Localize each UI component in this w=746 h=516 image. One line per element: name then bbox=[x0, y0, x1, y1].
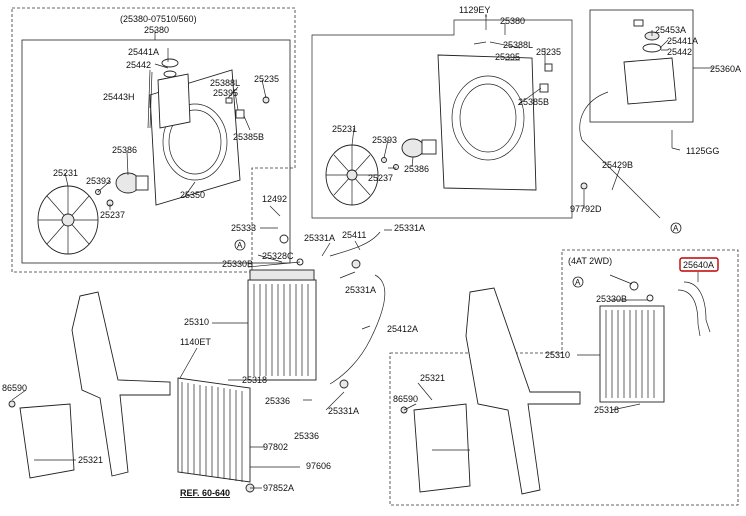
label-reservoir-cap: 25441A bbox=[128, 47, 159, 57]
reservoir-tank bbox=[623, 19, 677, 148]
label-reservoir-cap2: 25441A bbox=[667, 36, 698, 46]
kit-small-parts bbox=[95, 96, 270, 207]
label-condenser-97606: 97606 bbox=[306, 461, 331, 471]
label-hose-upper: 25411 bbox=[342, 230, 366, 240]
label-fan-clip-b: 25388L bbox=[503, 40, 533, 50]
label-radiator-cap-l: 25330B bbox=[222, 259, 253, 269]
kit-reservoir bbox=[147, 58, 191, 129]
mid-shroud bbox=[437, 54, 537, 191]
label-motor-bracket-a: 25385B bbox=[233, 132, 264, 142]
label-clamp-2: 25331A bbox=[394, 223, 425, 233]
label-hose-lower: 25412A bbox=[387, 324, 418, 334]
mid-motor bbox=[381, 138, 437, 170]
label-fan-b: 25231 bbox=[332, 124, 357, 134]
label-bolt-b: 25235 bbox=[536, 47, 561, 57]
label-plug-25333: 25333 bbox=[231, 223, 256, 233]
label-nut-a: 25237 bbox=[100, 210, 125, 220]
label-radiator-cap-r: 25330B bbox=[596, 294, 627, 304]
label-clamp-4: 25331A bbox=[328, 406, 359, 416]
part-labels: (25380-07510/560) 25380 25441A 25442 254… bbox=[2, 5, 741, 498]
leader-lines bbox=[11, 15, 714, 489]
label-clip-res: 97792D bbox=[570, 204, 602, 214]
label-ref: REF. 60-640 bbox=[180, 488, 230, 498]
label-kit-range: (25380-07510/560) bbox=[120, 14, 197, 24]
label-connector-a: 25395 bbox=[213, 88, 238, 98]
label-bracket-res: 25360A bbox=[710, 64, 741, 74]
circle-a-marker-1 bbox=[234, 239, 246, 251]
upper-mid-frame bbox=[311, 19, 573, 219]
circle-a-marker-3 bbox=[572, 276, 584, 288]
front-carrier-left bbox=[8, 291, 171, 479]
label-cap-top: 25453A bbox=[655, 25, 686, 35]
radiator-left bbox=[247, 234, 317, 381]
label-washer-b: 25393 bbox=[372, 135, 397, 145]
label-motor-a: 25386 bbox=[112, 145, 137, 155]
label-washer-a: 25393 bbox=[86, 176, 111, 186]
label-bolt-a: 25235 bbox=[254, 74, 279, 84]
condenser bbox=[177, 377, 255, 493]
label-clamp-1: 25331A bbox=[304, 233, 335, 243]
label-bracket-12492: 12492 bbox=[262, 194, 287, 204]
label-screw-top: 1129EY bbox=[459, 5, 490, 15]
label-fan-clip-a: 25388L bbox=[210, 78, 240, 88]
label-motor-bracket-b: 25385B bbox=[518, 97, 549, 107]
label-variant: (4AT 2WD) bbox=[568, 256, 612, 266]
label-bolt-97852a: 97852A bbox=[263, 483, 294, 493]
kit-motor bbox=[115, 172, 149, 194]
label-hose-bracket: 25443H bbox=[103, 92, 135, 102]
label-condenser-97802: 97802 bbox=[263, 442, 288, 452]
label-oil-cooler-hose: 25640A bbox=[683, 260, 714, 270]
label-bolt-86590-r: 86590 bbox=[393, 394, 418, 404]
label-fan-a: 25231 bbox=[53, 168, 78, 178]
label-clamp-3: 25331A bbox=[345, 285, 376, 295]
label-mount-1: 25336 bbox=[265, 396, 290, 406]
label-overflow-hose: 25429B bbox=[602, 160, 633, 170]
oil-cooler-hose-shape bbox=[677, 281, 711, 337]
label-bracket-1140et: 1140ET bbox=[180, 337, 211, 347]
kit-inner-frame bbox=[21, 39, 291, 264]
label-connector-b: 25395 bbox=[495, 52, 520, 62]
label-radiator-r: 25310 bbox=[545, 350, 570, 360]
label-circle-a-1: A bbox=[237, 241, 243, 250]
label-guard-r: 25321 bbox=[420, 373, 445, 383]
highlight-box bbox=[679, 257, 719, 272]
overflow-hose bbox=[579, 91, 661, 219]
label-insulator-l: 25318 bbox=[242, 375, 267, 385]
label-shroud: 25350 bbox=[180, 190, 205, 200]
label-bolt-res: 1125GG bbox=[686, 146, 719, 156]
upper-left-kit-outline bbox=[11, 7, 296, 273]
label-fan-assy-a: 25380 bbox=[144, 25, 169, 35]
label-reservoir: 25442 bbox=[126, 60, 151, 70]
label-guard-l: 25321 bbox=[78, 455, 103, 465]
radiator-right bbox=[599, 281, 665, 403]
front-carrier-right bbox=[400, 287, 581, 495]
circle-a-marker-2 bbox=[670, 222, 682, 234]
lower-right-variant-outline bbox=[389, 249, 739, 506]
label-nut-b: 25237 bbox=[368, 173, 393, 183]
label-bolt-86590-l: 86590 bbox=[2, 383, 27, 393]
label-circle-a-2: A bbox=[673, 224, 679, 233]
reservoir-frame bbox=[589, 9, 694, 123]
label-motor-b: 25386 bbox=[404, 164, 429, 174]
label-radiator-l: 25310 bbox=[184, 317, 209, 327]
mid-small-parts bbox=[473, 14, 553, 93]
label-reservoir2: 25442 bbox=[667, 47, 692, 57]
label-circle-a-3: A bbox=[575, 278, 581, 287]
kit-fan bbox=[37, 185, 99, 255]
lower-hose bbox=[329, 259, 386, 389]
label-mount-2: 25336 bbox=[294, 431, 319, 441]
label-insulator-r: 25318 bbox=[594, 405, 619, 415]
upper-hose bbox=[329, 231, 381, 257]
label-fan-assy-b: 25380 bbox=[500, 16, 525, 26]
label-drain-cock: 25328C bbox=[262, 251, 294, 261]
